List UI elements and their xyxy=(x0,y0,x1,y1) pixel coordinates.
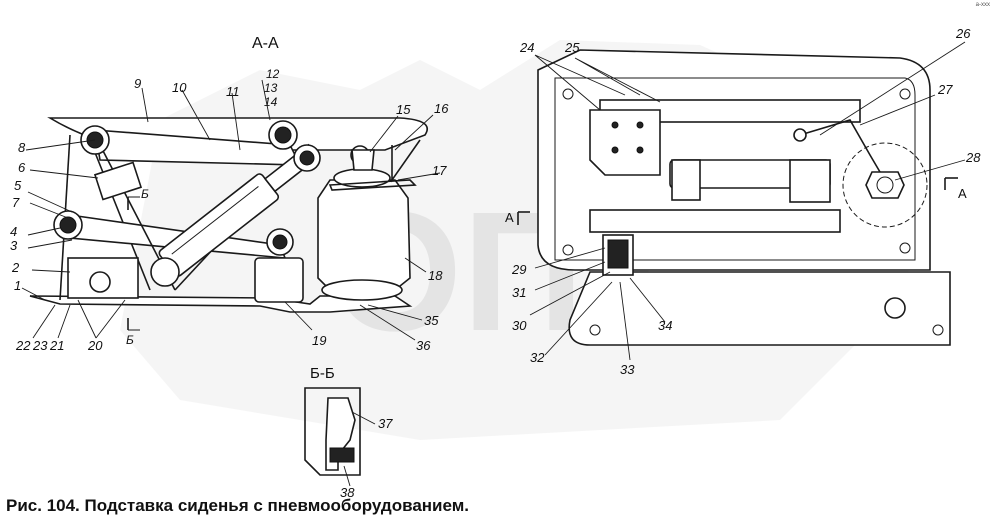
label-37: 37 xyxy=(378,416,393,431)
rod-end-block xyxy=(789,159,831,203)
label-10: 10 xyxy=(172,80,187,95)
label-23: 23 xyxy=(32,338,48,353)
corner-mark: а-ххх xyxy=(975,2,990,8)
bolt-6 xyxy=(899,242,911,254)
plan-frame-inner xyxy=(554,77,916,261)
bolt-2 xyxy=(932,324,944,336)
valve-plate xyxy=(589,109,661,176)
pivot-joints xyxy=(53,120,370,287)
label-16: 16 xyxy=(434,101,449,116)
label-3: 3 xyxy=(10,238,18,253)
label-28: 28 xyxy=(965,150,981,165)
label-18: 18 xyxy=(428,268,443,283)
label-6: 6 xyxy=(18,160,26,175)
leader-38 xyxy=(343,465,351,487)
label-22: 22 xyxy=(15,338,31,353)
lower-bracket-hole xyxy=(89,271,111,293)
bolt-5 xyxy=(562,244,574,256)
label-26: 26 xyxy=(955,26,971,41)
label-25: 25 xyxy=(564,40,580,55)
view-a-a: А-А xyxy=(10,35,449,353)
label-30: 30 xyxy=(512,318,527,333)
section-arrows-a: А А xyxy=(505,177,967,225)
view-title-b-b: Б-Б xyxy=(310,365,335,382)
section-b-nut xyxy=(329,447,355,463)
bolt-3 xyxy=(562,88,574,100)
section-mark-b-top: Б xyxy=(141,187,149,201)
label-33: 33 xyxy=(620,362,635,377)
valve-core xyxy=(607,239,629,269)
label-4: 4 xyxy=(10,224,17,239)
leader-lines-left xyxy=(21,79,441,341)
label-36: 36 xyxy=(416,338,431,353)
plate-hole xyxy=(884,297,906,319)
label-7: 7 xyxy=(12,195,20,210)
label-14: 14 xyxy=(264,95,278,109)
bracket-block xyxy=(93,161,143,201)
bolt-1 xyxy=(589,324,601,336)
section-b-outline xyxy=(304,387,361,476)
section-mark-b-bottom: Б xyxy=(126,333,134,347)
spring-support xyxy=(391,139,421,183)
label-35: 35 xyxy=(424,313,439,328)
label-20: 20 xyxy=(87,338,103,353)
leader-lines-right xyxy=(529,41,966,361)
wheel-outline xyxy=(842,142,928,228)
section-mark-a-left: А xyxy=(505,210,514,225)
view-plan: А А 24 25 26 27 28 29 30 xyxy=(505,26,981,377)
label-32: 32 xyxy=(530,350,545,365)
labels-right: 24 25 26 27 28 29 30 31 32 33 34 xyxy=(511,26,981,377)
label-38: 38 xyxy=(340,485,355,500)
rod-end-block-left xyxy=(671,159,701,201)
hex-nut xyxy=(865,171,905,199)
valve-block xyxy=(254,257,304,303)
plan-lower-plate xyxy=(568,271,951,346)
side-link-2 xyxy=(89,139,151,291)
bolt-4 xyxy=(899,88,911,100)
label-19: 19 xyxy=(312,333,326,348)
label-2: 2 xyxy=(11,260,20,275)
label-15: 15 xyxy=(396,102,411,117)
label-11: 11 xyxy=(226,84,240,99)
label-34: 34 xyxy=(658,318,672,333)
section-mark-a-right: А xyxy=(958,186,967,201)
cable xyxy=(799,119,881,173)
label-24: 24 xyxy=(519,40,534,55)
leader-37 xyxy=(351,411,376,425)
label-31: 31 xyxy=(512,285,526,300)
label-29: 29 xyxy=(511,262,526,277)
label-17: 17 xyxy=(432,163,447,178)
labels-left: 1 2 3 4 5 6 7 8 9 10 11 12 13 14 15 16 1… xyxy=(10,67,449,353)
shock-absorber xyxy=(158,143,320,277)
label-8: 8 xyxy=(18,140,26,155)
spring-top-plate xyxy=(328,179,417,191)
air-spring xyxy=(317,149,411,301)
label-1: 1 xyxy=(14,278,21,293)
label-9: 9 xyxy=(134,76,141,91)
view-title-a-a: А-А xyxy=(252,35,279,52)
rail-lower xyxy=(589,209,841,233)
section-mark-b: Б Б xyxy=(126,187,149,347)
figure-caption: Рис. 104. Подставка сиденья с пневмообор… xyxy=(6,496,470,515)
label-12: 12 xyxy=(266,67,280,81)
cable-eye xyxy=(793,128,807,142)
label-5: 5 xyxy=(14,178,22,193)
label-27: 27 xyxy=(937,82,953,97)
label-13: 13 xyxy=(264,81,278,95)
label-21: 21 xyxy=(49,338,64,353)
view-b-b: Б-Б 37 38 xyxy=(304,365,393,500)
